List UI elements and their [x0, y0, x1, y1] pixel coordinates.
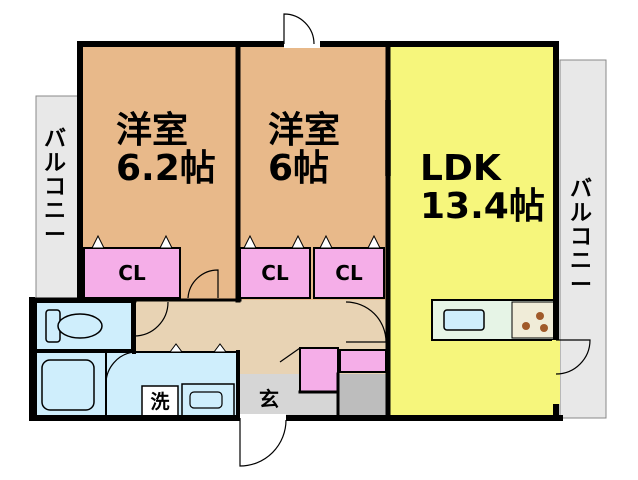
room2-type: 洋室: [268, 110, 341, 151]
balcony-right-label: バ ル コ ニ ー: [570, 178, 592, 298]
shoe-box-fill: [338, 374, 388, 418]
balcony-left-char: コ: [44, 175, 67, 200]
door-gap-top: [284, 40, 320, 48]
balcony-left-char: バ: [44, 127, 67, 152]
balcony-right-char: バ: [570, 177, 593, 202]
room1-label: 洋室 6.2帖: [116, 112, 216, 188]
entrance-label: 玄: [259, 387, 279, 411]
door-gap-right-balcony: [552, 340, 560, 404]
toilet-bowl: [57, 313, 103, 339]
cl2-fill: [239, 247, 311, 299]
closet-label-3: CL: [335, 261, 363, 285]
balcony-right-char: ー: [570, 273, 593, 298]
balcony-right-char: ル: [570, 201, 593, 226]
bathtub: [41, 359, 95, 411]
ldk-label: LDK 13.4帖: [420, 150, 545, 226]
cl3-fill: [313, 247, 385, 299]
balcony-left-char: ル: [44, 151, 67, 176]
closet-label-1: CL: [118, 261, 146, 285]
balcony-left-char: ー: [44, 223, 67, 248]
right-balcony-area: [559, 59, 607, 419]
kitchen-sink: [443, 309, 485, 331]
vanity-basin: [189, 391, 223, 409]
storage-small-2: [339, 349, 387, 373]
balcony-left-char: ニ: [44, 199, 67, 224]
ldk-fill: [388, 44, 556, 418]
ldk-type: LDK: [420, 148, 501, 189]
room1-size: 6.2帖: [116, 147, 216, 189]
room1-type: 洋室: [116, 110, 189, 151]
ldk-size: 13.4帖: [420, 185, 545, 227]
room2-size: 6帖: [268, 147, 330, 189]
stove: [511, 301, 555, 339]
burner-3: [540, 324, 548, 332]
laundry-label: 洗: [150, 391, 170, 413]
burner-2: [536, 312, 544, 320]
door-gap-entrance: [240, 414, 286, 422]
balcony-right-char: コ: [570, 225, 593, 250]
balcony-right-char: ニ: [570, 249, 593, 274]
storage-small-1: [299, 347, 339, 393]
burner-1: [522, 322, 530, 330]
balcony-left-label: バ ル コ ニ ー: [44, 128, 66, 248]
room2-label: 洋室 6帖: [268, 112, 340, 188]
closet-label-2: CL: [261, 261, 289, 285]
